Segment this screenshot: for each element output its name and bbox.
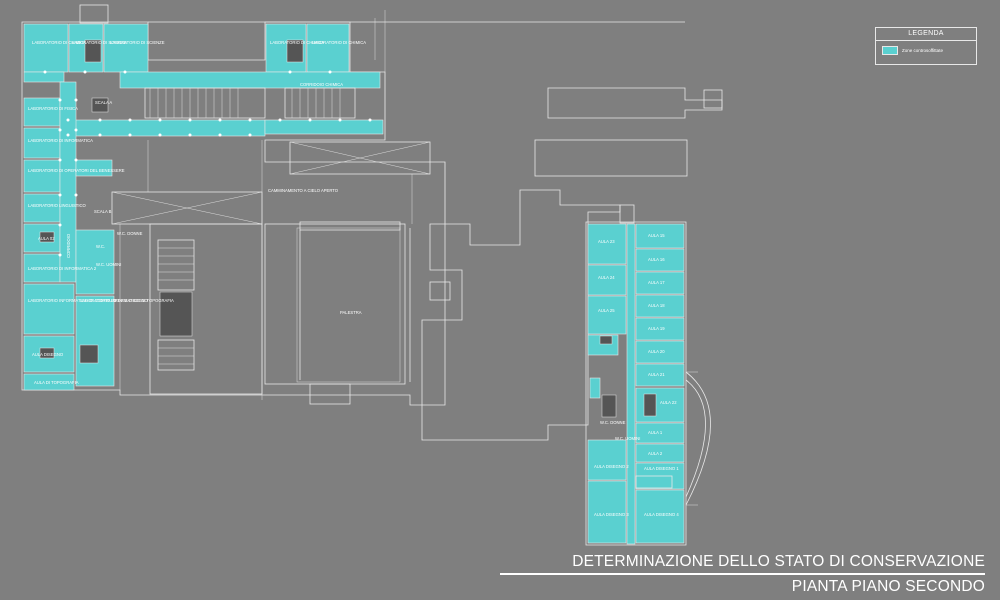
label-lab-chimica-2: LABORATORIO DI CHIMICA [270,40,324,45]
label-aula-25: AULA 25 [598,308,615,313]
label-aula-disegno-2: AULA DISEGNO 2 [594,464,629,469]
label-lab-linguistico: LABORATORIO LINGUISTICO [28,203,87,208]
label-palestra: PALESTRA [340,310,362,315]
label-aula-20: AULA 20 [648,349,665,354]
label-lab-chimica-3: LABORATORIO DI CHIMICA [312,40,366,45]
stair-block-right [284,87,356,119]
label-wc-left: W.C. [96,244,105,249]
title-block: DETERMINAZIONE DELLO STATO DI CONSERVAZI… [500,553,985,596]
left-building [21,4,685,406]
column-dots [43,70,372,257]
label-aula-15: AULA 15 [648,233,665,238]
palestra-outline [264,223,406,385]
drawing-title: DETERMINAZIONE DELLO STATO DI CONSERVAZI… [572,553,985,570]
label-aula-disegno: AULA DISEGNO [32,352,64,357]
label-wc-donne: W.C. DONNE [117,231,143,236]
drawing-subtitle: PIANTA PIANO SECONDO [791,578,985,595]
room-labels: LABORATORIO DI CHIMICA LABORATORIO DI SC… [28,40,679,517]
legend-item-label: Zone controsoffittate [902,48,943,53]
label-corridoio: CORRIDOIO [66,233,71,258]
label-aula-18: AULA 18 [648,303,665,308]
label-aula-disegno-1: AULA DISEGNO 1 [644,466,679,471]
label-aula-16: AULA 16 [648,257,665,262]
label-wc-uomini-right: W.C. UOMINI [615,436,640,441]
label-lab-informatica: LABORATORIO DI INFORMATICA [28,138,93,143]
label-lab-chimica: LABORATORIO DI CHIMICA [32,40,86,45]
label-aula-disegno-3: AULA DISEGNO 3 [594,512,629,517]
label-aula-24: AULA 24 [598,275,615,280]
label-aula-21: AULA 21 [648,372,665,377]
label-aula-17: AULA 17 [648,280,665,285]
legend-title: LEGENDA [876,28,976,41]
label-aula-2: AULA 2 [648,451,663,456]
stair-block-top [144,87,266,119]
label-aula-1: AULA 1 [648,430,663,435]
legend-item: Zone controsoffittate [876,41,976,60]
label-lab-scienze-2: LABORATORIO DI SCIENZE [110,40,165,45]
title-divider [500,573,985,575]
stair-block-left-hall [157,239,195,371]
label-aula-disegno-4: AULA DISEGNO 4 [644,512,679,517]
label-lab-operatori: LABORATORIO DI OPERATORI DEL BENESSERE [28,168,125,173]
label-corridoio-chimica: CORRIDOIO CHIMICA [300,82,343,87]
label-lab-informatica-2: LABORATORIO DI INFORMATICA 2 [28,266,97,271]
label-lab-costruzioni: LABORATORIO INFORMATICO DI COSTRUZIONI E… [28,298,149,303]
label-aula-topografia: AULA DI TOPOGRAFIA [34,380,79,385]
legend: LEGENDA Zone controsoffittate [875,27,977,65]
label-aula-19: AULA 19 [648,326,665,331]
label-scala-a: SCALA A [95,100,112,105]
label-scala-b: SCALA B [94,209,112,214]
label-lab-topografia: LABORATORIO INFORMATICO DI TOPOGRAFIA [80,298,174,303]
label-wc-uomini: W.C. UOMINI [96,262,121,267]
label-aula-23: AULA 23 [598,239,615,244]
label-wc-right: W.C. DONNE [600,420,626,425]
legend-swatch [882,46,898,55]
label-camminamento: CAMMINAMENTO A CIELO APERTO [268,188,339,193]
right-building [585,204,711,546]
label-aula-02: AULA 02 [38,236,55,241]
label-lab-fisica: LABORATORIO DI FISICA [28,106,78,111]
middle-buildings [411,87,723,441]
label-aula-22: AULA 22 [660,400,677,405]
label-lab-scienze-1: LABORATORIO DI SCIENZE [72,40,127,45]
